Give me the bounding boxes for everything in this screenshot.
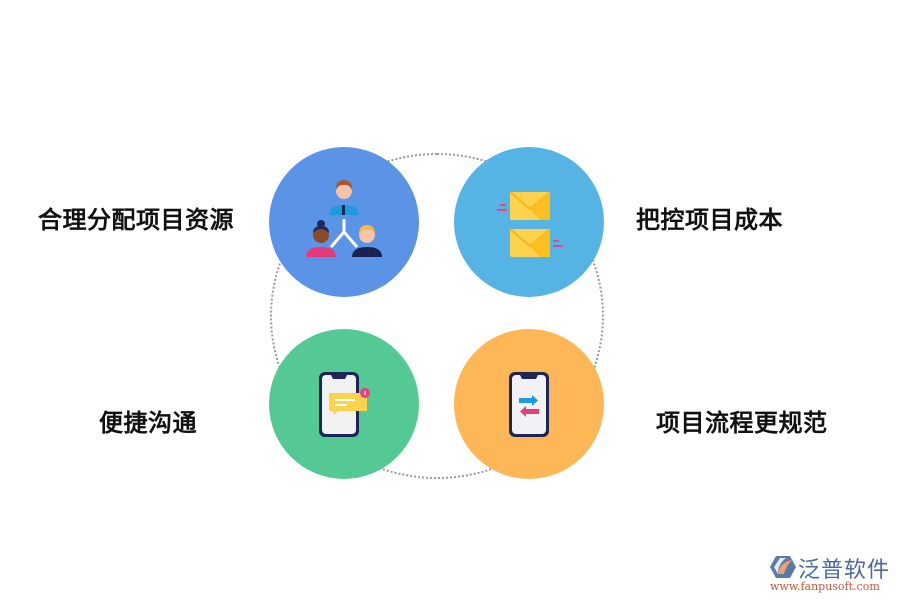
circle-resource-allocation bbox=[269, 147, 419, 297]
phone-transfer-icon bbox=[509, 372, 549, 437]
team-hierarchy-icon bbox=[306, 180, 382, 257]
label-resource-allocation: 合理分配项目资源 bbox=[38, 206, 234, 234]
envelopes-icon bbox=[497, 191, 563, 257]
fanpu-logo: 泛普软件 www.fanpusoft.com bbox=[768, 552, 896, 596]
logo-name: 泛普软件 bbox=[798, 558, 891, 583]
label-process-standardization: 项目流程更规范 bbox=[656, 409, 828, 437]
fanpu-logo-icon bbox=[770, 556, 796, 578]
dotted-ring bbox=[270, 153, 604, 479]
circle-cost-control bbox=[454, 147, 604, 297]
phone-message-icon bbox=[319, 372, 370, 437]
circle-communication bbox=[269, 329, 419, 479]
label-communication: 便捷沟通 bbox=[99, 409, 197, 437]
label-cost-control: 把控项目成本 bbox=[636, 206, 783, 234]
logo-url: www.fanpusoft.com bbox=[770, 580, 880, 593]
circle-process-standardization bbox=[454, 329, 604, 479]
